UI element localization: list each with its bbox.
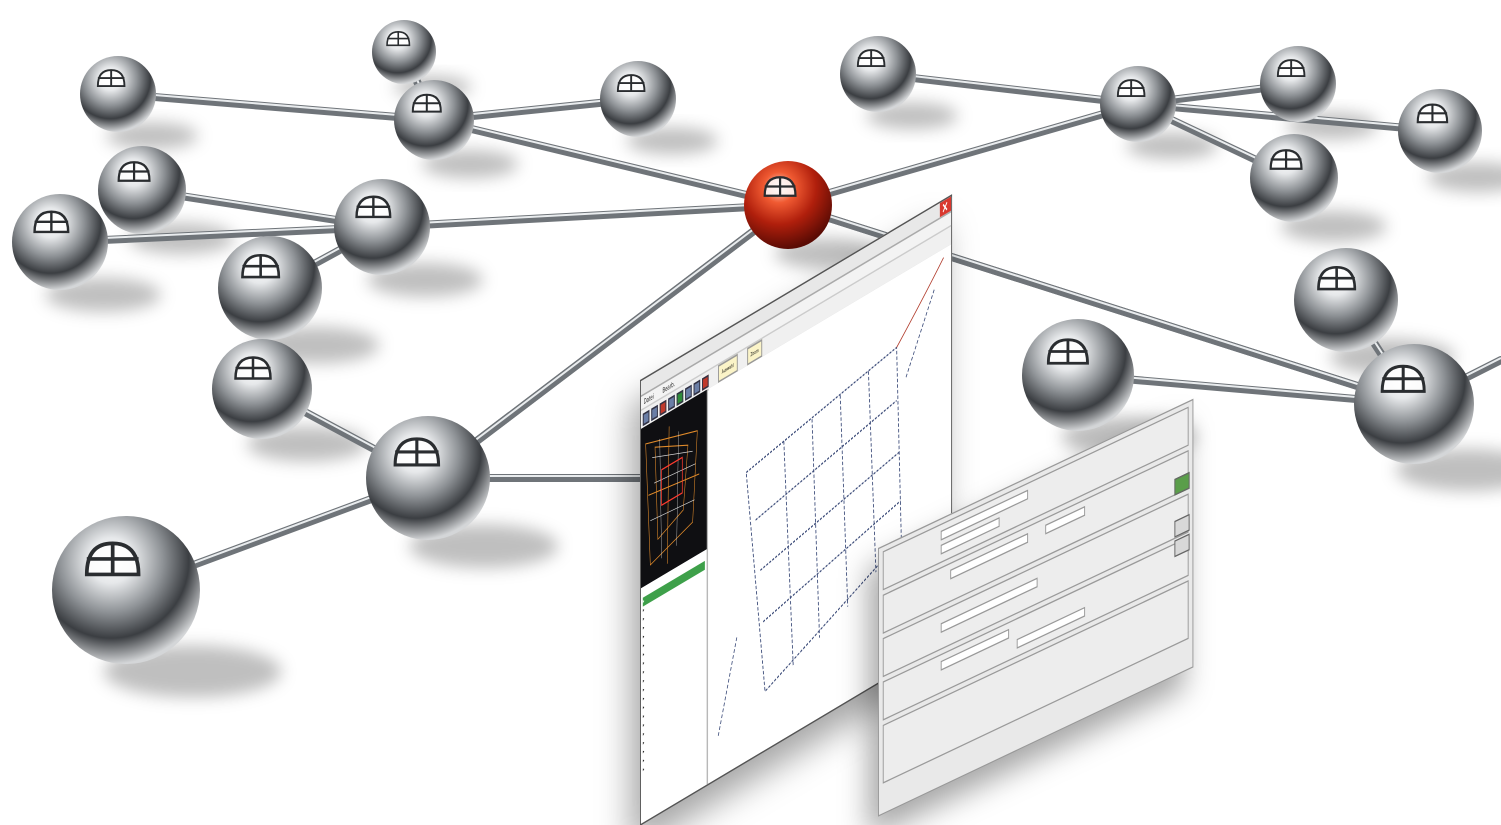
node-reflection [117, 161, 151, 182]
node-reflection [1416, 103, 1449, 124]
zoom-icon[interactable] [685, 383, 692, 401]
marker-icon[interactable] [702, 373, 709, 390]
network-node [218, 236, 322, 340]
connection-rod [430, 116, 792, 209]
network-node [372, 20, 436, 84]
node-reflection [1269, 149, 1303, 170]
node-reflection [234, 356, 272, 380]
node-reflection [393, 437, 441, 467]
connection-rod [424, 201, 792, 482]
add-icon[interactable] [676, 388, 684, 406]
connection-rod [378, 201, 792, 231]
network-node [366, 416, 490, 540]
open-icon[interactable] [642, 408, 650, 426]
delete-icon[interactable] [659, 398, 667, 416]
connection-rod [784, 100, 1142, 209]
node-reflection [411, 93, 442, 113]
node-reflection [386, 31, 411, 47]
network-node [80, 56, 156, 132]
network-node [1250, 134, 1338, 222]
node-reflection [763, 176, 797, 197]
pipe-network-map [717, 257, 944, 738]
network-node [1100, 66, 1176, 142]
network-node [840, 36, 916, 112]
network-node [1022, 319, 1134, 431]
node-reflection [84, 541, 141, 577]
map-app-window: Datei Bearb. Auswahl Zoom [640, 194, 953, 825]
connection-rod [56, 223, 386, 246]
network-node [600, 61, 676, 137]
node-reflection [241, 253, 281, 279]
hub-node [744, 161, 832, 249]
node-reflection [856, 49, 886, 67]
network-node [52, 516, 200, 664]
overview-minimap[interactable] [640, 389, 707, 589]
nodes [12, 20, 1482, 664]
node-reflection [1116, 79, 1146, 97]
print-icon[interactable] [668, 393, 675, 411]
layer-tree: ▸ ▸ ▸ ▸ ▸ ▸ ▸ ▸ ▸ ▸ ▸ ▸ ▸ ▸ ▸ ▸ ▸ ▸ ▸ ▸ [641, 556, 707, 779]
network-node [212, 339, 312, 439]
left-panel: ▸ ▸ ▸ ▸ ▸ ▸ ▸ ▸ ▸ ▸ ▸ ▸ ▸ ▸ ▸ ▸ ▸ ▸ ▸ ▸ [640, 389, 708, 824]
connection-highlight [787, 101, 1139, 204]
connection-highlight [59, 224, 383, 241]
pan-icon[interactable] [693, 378, 701, 395]
connection-highlight [433, 117, 789, 204]
network-node [1354, 344, 1474, 464]
connection-highlight [381, 202, 789, 226]
node-reflection [33, 210, 70, 234]
network-node [334, 179, 430, 275]
node-reflection [1276, 59, 1306, 77]
network-node [1260, 46, 1336, 122]
connection-highlight [877, 71, 1139, 103]
network-node [394, 80, 474, 160]
connection-rod [114, 90, 438, 124]
network-node [12, 194, 108, 290]
node-reflection [616, 74, 646, 92]
connection-highlight [117, 91, 435, 119]
connection-highlight [427, 202, 789, 477]
network-node [98, 146, 186, 234]
node-reflection [1046, 338, 1089, 365]
network-node [1398, 89, 1482, 173]
node-reflection [96, 69, 126, 87]
node-reflection [1317, 265, 1357, 291]
map-canvas[interactable] [708, 244, 952, 784]
save-icon[interactable] [651, 403, 658, 421]
node-reflection [355, 195, 392, 219]
node-reflection [1380, 364, 1426, 393]
connection-rod [874, 70, 1142, 108]
network-node [1294, 248, 1398, 352]
